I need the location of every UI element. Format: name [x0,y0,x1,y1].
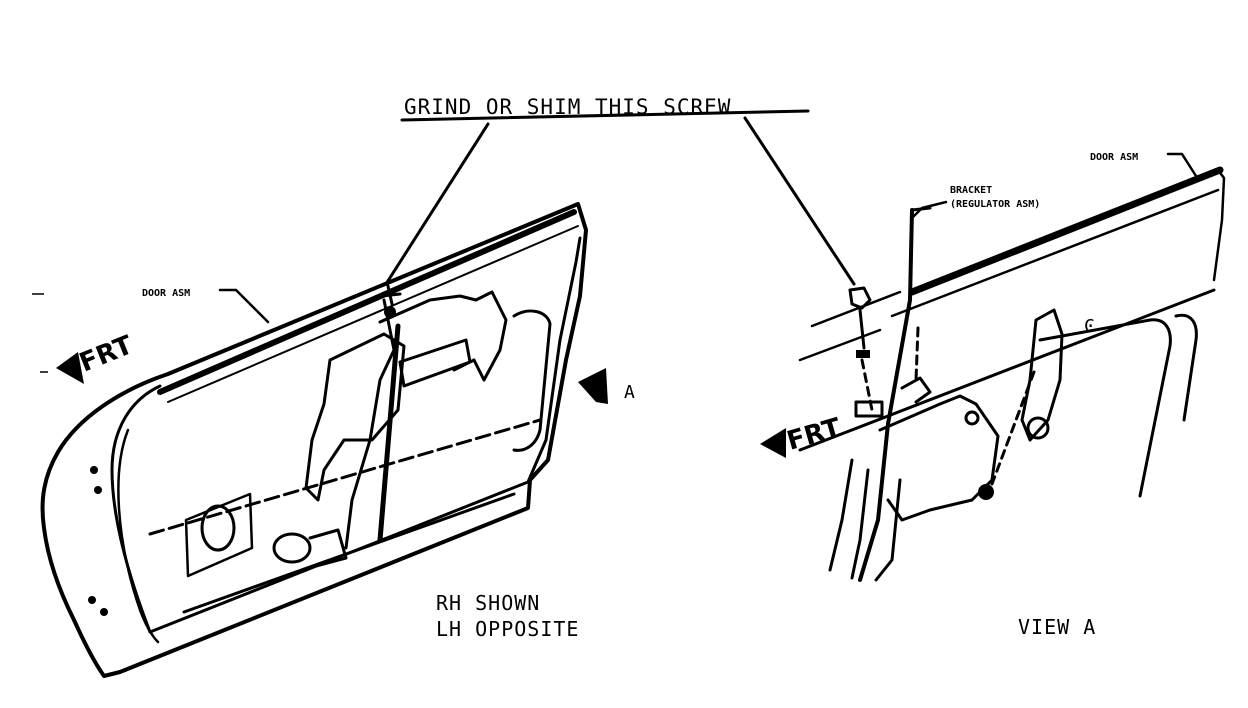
caption-lh-opposite: LH OPPOSITE [436,617,579,641]
access-opening [512,309,552,452]
frt-label-left: FRT [75,330,137,378]
regulator-channel [344,298,396,550]
belt-rail [157,209,577,395]
front-direction-arrow-icon [760,428,786,458]
callout-group: GRIND OR SHIM THIS SCREW [384,95,856,286]
view-a-roller-arm [1020,308,1064,442]
bracket-label-group: BRACKET (REGULATOR ASM) [910,185,1040,220]
frt-label-right: FRT [784,413,845,457]
door-asm-leader-right [1166,152,1198,178]
view-a-screw [848,286,872,310]
view-a-bracket-side [874,206,932,582]
hinge-hole [90,466,98,474]
belt-rail-lower [167,225,579,403]
door-asm-label-left: DOOR ASM [142,288,190,299]
hinge-hole [94,486,102,494]
callout-underline [400,109,810,122]
leader-line-left [384,122,490,286]
door-asm-leader-left [218,288,270,324]
view-a-roller [1026,416,1050,440]
view-a-opening [1038,318,1172,498]
caption-rh-shown: RH SHOWN [436,591,540,615]
view-a-bracket-block [854,400,884,418]
regulator-bracket [398,338,472,388]
door-asm-label-right-group: DOOR ASM [1090,152,1198,178]
left-door-assembly [40,202,588,678]
leader-line-right [743,116,856,286]
hinge-hole [100,608,108,616]
speaker-opening [184,492,254,578]
adjust-screw [380,284,402,306]
view-a-lower-channel [828,458,870,580]
view-a-opening-inner [1174,313,1198,422]
inner-panel-edge [117,428,160,644]
frt-indicator-left: FRT [56,330,137,384]
view-a-bracket-tab [900,376,932,404]
view-a-belt-rail [908,166,1224,296]
view-a-screw-shank [858,308,866,350]
view-a-pivot [964,410,980,426]
view-a-panel-top [798,290,902,362]
door-asm-label-right: DOOR ASM [1090,152,1138,163]
door-outer-shell [40,202,588,678]
bracket-label-line1: BRACKET [950,185,992,196]
speaker-hole [200,504,236,552]
lower-rail [182,492,516,614]
view-a-dashed-guide-2 [914,326,920,382]
view-a-bracket-channel [858,208,914,582]
view-a-detail: Ͼ [798,166,1226,582]
front-direction-arrow-icon [56,352,84,384]
regulator-track [377,323,401,543]
view-marker-label: A [624,382,635,403]
door-asm-label-left-group: DOOR ASM [142,288,270,324]
regulator-arm [378,290,508,382]
view-a-inner-panel [798,288,1216,452]
view-a-dashed-guide-1 [860,358,874,412]
bracket-leader [910,200,948,220]
screw-head [384,306,396,318]
hinge-hole [88,596,96,604]
frt-indicator-right: FRT [760,413,844,458]
view-a-fastener [978,484,994,500]
regulator-motor [272,532,312,564]
view-a-rail-lower [890,188,1220,318]
motor-housing [308,528,348,568]
bracket-label-line2: (REGULATOR ASM) [950,199,1040,210]
regulator-plate [304,332,406,502]
caption-view-a: VIEW A [1018,615,1096,639]
view-a-rail-edge [1212,168,1226,282]
view-a-clip-icon: Ͼ [1084,316,1095,337]
view-direction-arrow-icon [578,368,608,404]
view-a-regulator-plate [878,394,1000,522]
view-a-shim [856,350,870,358]
door-trim-seam [148,418,542,536]
view-a-marker: A [578,368,635,404]
